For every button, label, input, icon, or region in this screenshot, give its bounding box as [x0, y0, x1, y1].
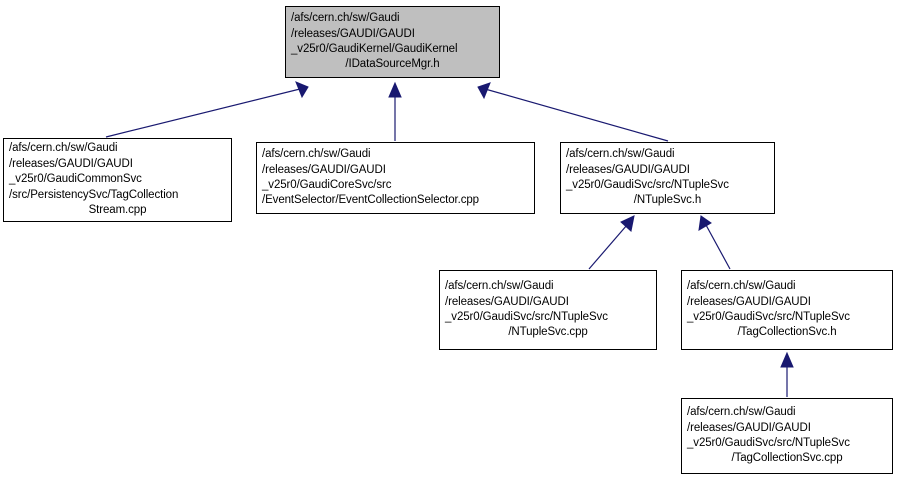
node-label-line: _v25r0/GaudiSvc/src/NTupleSvc	[566, 179, 729, 191]
arrowhead-icon	[698, 215, 712, 231]
node-label-line: /afs/cern.ch/sw/Gaudi	[262, 148, 371, 161]
node-label-line: /afs/cern.ch/sw/Gaudi	[566, 148, 675, 161]
node-label-block: /afs/cern.ch/sw/Gaudi/releases/GAUDI/GAU…	[687, 405, 887, 467]
node-label-line: /releases/GAUDI/GAUDI	[566, 163, 690, 176]
arrowhead-icon	[620, 215, 635, 232]
arrowhead-icon	[388, 81, 402, 98]
node-label-line: /releases/GAUDI/GAUDI	[9, 157, 133, 170]
node-label-line: /afs/cern.ch/sw/Gaudi	[291, 12, 400, 25]
node-label-block: /afs/cern.ch/sw/Gaudi/releases/GAUDI/GAU…	[566, 147, 769, 209]
node-label-line: _v25r0/GaudiSvc/src/NTupleSvc	[687, 311, 850, 323]
node-label-line: /afs/cern.ch/sw/Gaudi	[9, 142, 118, 155]
graph-node-ntuplesvc_h[interactable]: /afs/cern.ch/sw/Gaudi/releases/GAUDI/GAU…	[560, 142, 775, 214]
node-label-line: /NTupleSvc.h	[633, 194, 702, 207]
graph-node-tagcollectionstream_cpp[interactable]: /afs/cern.ch/sw/Gaudi/releases/GAUDI/GAU…	[3, 138, 232, 222]
node-label-line: /afs/cern.ch/sw/Gaudi	[687, 280, 796, 293]
node-label-line: _v25r0/GaudiCommonSvc	[9, 173, 142, 186]
graph-node-ntuplesvc_cpp[interactable]: /afs/cern.ch/sw/Gaudi/releases/GAUDI/GAU…	[439, 270, 657, 350]
node-label-line: _v25r0/GaudiCoreSvc/src	[262, 179, 392, 191]
node-label-line: /afs/cern.ch/sw/Gaudi	[687, 406, 796, 419]
node-label-block: /afs/cern.ch/sw/Gaudi/releases/GAUDI/GAU…	[291, 11, 494, 73]
arrowhead-icon	[780, 351, 794, 368]
node-label-line: /src/PersistencySvc/TagCollection	[9, 188, 179, 201]
node-label-block: /afs/cern.ch/sw/Gaudi/releases/GAUDI/GAU…	[445, 279, 651, 341]
node-label-line: /releases/GAUDI/GAUDI	[445, 295, 569, 308]
arrowhead-icon	[477, 82, 491, 100]
node-label-line: /NTupleSvc.cpp	[508, 326, 588, 339]
node-label-line: /TagCollectionSvc.cpp	[731, 452, 843, 465]
graph-node-tagcollectionsvc_cpp[interactable]: /afs/cern.ch/sw/Gaudi/releases/GAUDI/GAU…	[681, 398, 893, 474]
node-label-block: /afs/cern.ch/sw/Gaudi/releases/GAUDI/GAU…	[262, 147, 529, 209]
node-label-line: Stream.cpp	[88, 204, 147, 217]
node-label-line: /releases/GAUDI/GAUDI	[687, 421, 811, 434]
node-label-block: /afs/cern.ch/sw/Gaudi/releases/GAUDI/GAU…	[687, 279, 887, 341]
graph-node-tagcollectionsvc_h[interactable]: /afs/cern.ch/sw/Gaudi/releases/GAUDI/GAU…	[681, 270, 893, 350]
node-label-line: /afs/cern.ch/sw/Gaudi	[445, 280, 554, 293]
node-label-line: /releases/GAUDI/GAUDI	[291, 27, 415, 40]
arrowhead-icon	[295, 81, 309, 99]
node-label-line: _v25r0/GaudiSvc/src/NTupleSvc	[687, 437, 850, 449]
node-label-line: /EventSelector/EventCollectionSelector.c…	[262, 194, 479, 207]
node-label-line: _v25r0/GaudiKernel/GaudiKernel	[291, 43, 458, 55]
edge-ntuplesvc_cpp-to-ntuplesvc_h	[588, 224, 628, 270]
edge-tagcollectionsvc_h-to-ntuplesvc_h	[705, 224, 731, 270]
node-label-line: /IDataSourceMgr.h	[345, 58, 440, 71]
edge-ntuplesvc_h-to-idatasourcemgr	[477, 86, 669, 142]
node-label-block: /afs/cern.ch/sw/Gaudi/releases/GAUDI/GAU…	[9, 141, 226, 218]
node-label-line: _v25r0/GaudiSvc/src/NTupleSvc	[445, 311, 608, 323]
edge-tagcollectionstream_cpp-to-idatasourcemgr	[105, 86, 309, 138]
node-label-line: /releases/GAUDI/GAUDI	[262, 163, 386, 176]
node-label-line: /releases/GAUDI/GAUDI	[687, 295, 811, 308]
graph-node-idatasourcemgr[interactable]: /afs/cern.ch/sw/Gaudi/releases/GAUDI/GAU…	[285, 6, 500, 78]
node-label-line: /TagCollectionSvc.h	[737, 326, 837, 339]
graph-node-eventcollectionselector_cpp[interactable]: /afs/cern.ch/sw/Gaudi/releases/GAUDI/GAU…	[256, 142, 535, 214]
